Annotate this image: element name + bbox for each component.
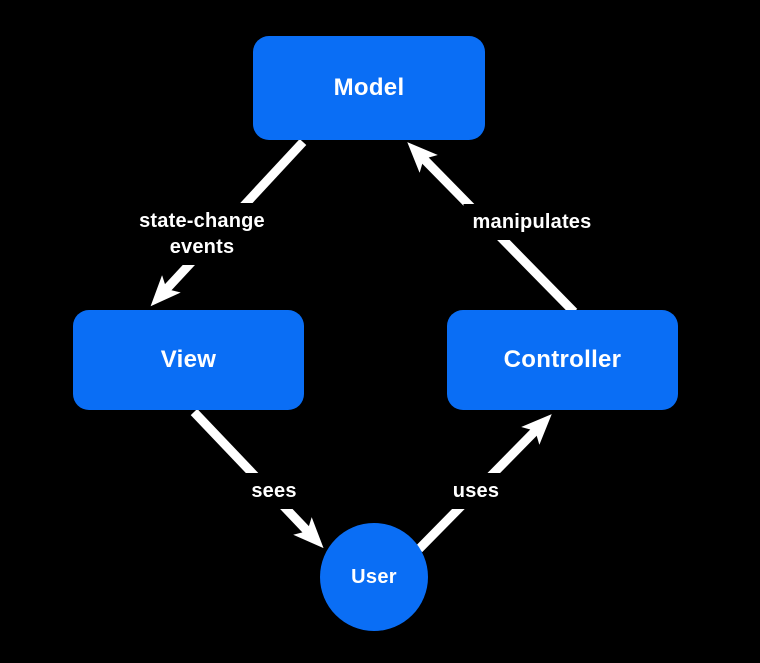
node-model-label: Model xyxy=(333,74,405,101)
node-view-label: View xyxy=(160,346,217,373)
node-controller-label: Controller xyxy=(503,346,622,373)
node-controller: Controller xyxy=(447,310,678,410)
edge-label-state-change-events: state-change events xyxy=(113,203,291,265)
node-user: User xyxy=(320,523,428,631)
node-user-label: User xyxy=(351,565,397,588)
edge-label-uses: uses xyxy=(443,473,509,509)
edge-label-manipulates: manipulates xyxy=(463,204,601,240)
edge-label-sees: sees xyxy=(242,473,306,509)
node-view: View xyxy=(73,310,304,410)
node-model: Model xyxy=(253,36,485,140)
